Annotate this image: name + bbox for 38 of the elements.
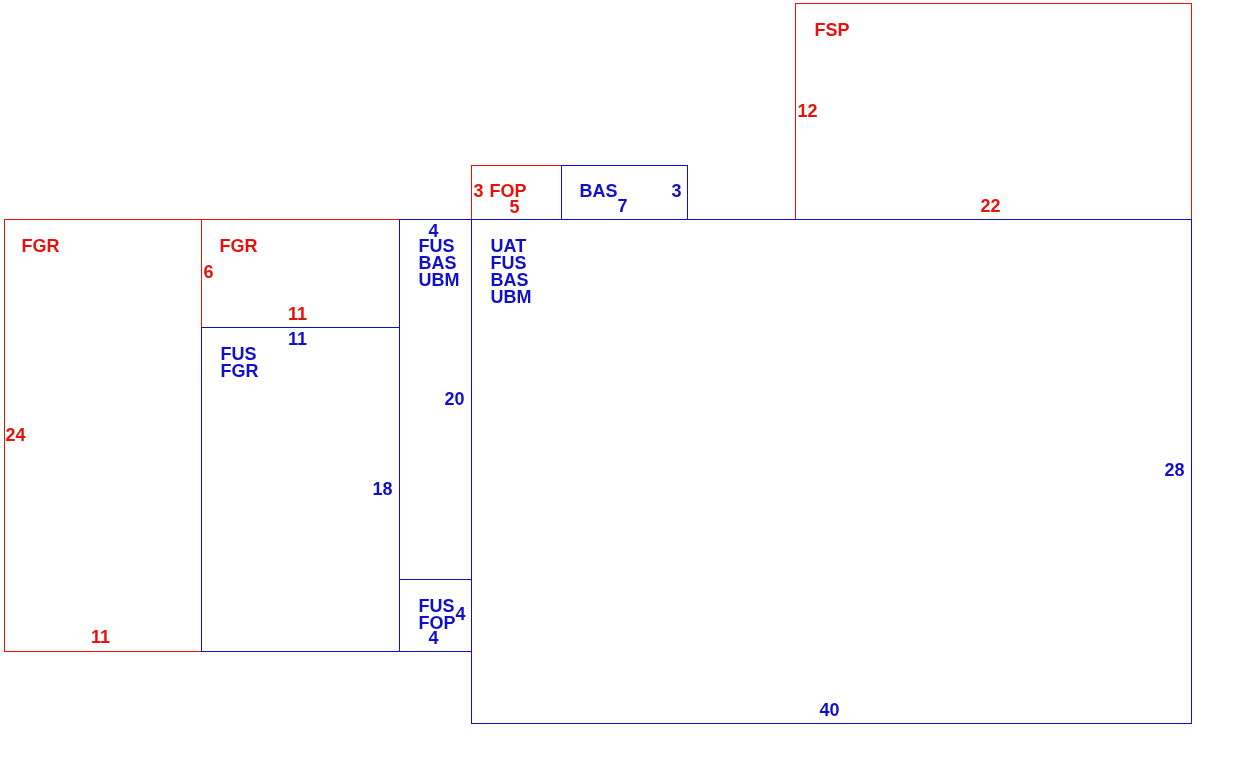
region-box xyxy=(4,219,202,652)
region-code: UAT xyxy=(490,237,527,255)
region-code: FUS xyxy=(490,254,527,272)
region-code: BAS xyxy=(418,254,457,272)
dimension-value: 40 xyxy=(819,700,840,719)
dimension-value: 11 xyxy=(91,627,110,646)
dimension-value: 11 xyxy=(288,304,307,323)
region-code: FGR xyxy=(220,362,259,380)
dimension-value: 20 xyxy=(444,389,465,408)
dimension-value: 24 xyxy=(5,425,26,444)
dimension-value: 3 xyxy=(671,181,682,200)
region-box xyxy=(471,165,562,220)
dimension-value: 12 xyxy=(797,101,818,120)
region-code: BAS xyxy=(579,182,618,200)
dimension-value: 28 xyxy=(1164,460,1185,479)
region-box xyxy=(795,3,1192,220)
dimension-value: 18 xyxy=(372,479,393,498)
dimension-value: 4 xyxy=(455,604,466,623)
region-code: FUS xyxy=(220,345,257,363)
dimension-value: 6 xyxy=(203,262,214,281)
region-code: FOP xyxy=(489,182,527,200)
region-box xyxy=(471,219,1192,724)
dimension-value: 4 xyxy=(428,221,439,240)
region-code: FUS xyxy=(418,597,455,615)
region-code: FSP xyxy=(814,21,850,39)
region-code: FGR xyxy=(21,237,60,255)
region-code: BAS xyxy=(490,271,529,289)
region-code: FGR xyxy=(219,237,258,255)
dimension-value: 22 xyxy=(980,196,1001,215)
dimension-value: 7 xyxy=(617,196,628,215)
region-code: UBM xyxy=(418,271,460,289)
region-code: UBM xyxy=(490,288,532,306)
dimension-value: 5 xyxy=(509,197,520,216)
region-box xyxy=(561,165,688,220)
region-code: FUS xyxy=(418,237,455,255)
dimension-value: 11 xyxy=(288,329,307,348)
region-box xyxy=(201,327,400,652)
dimension-value: 3 xyxy=(473,181,484,200)
